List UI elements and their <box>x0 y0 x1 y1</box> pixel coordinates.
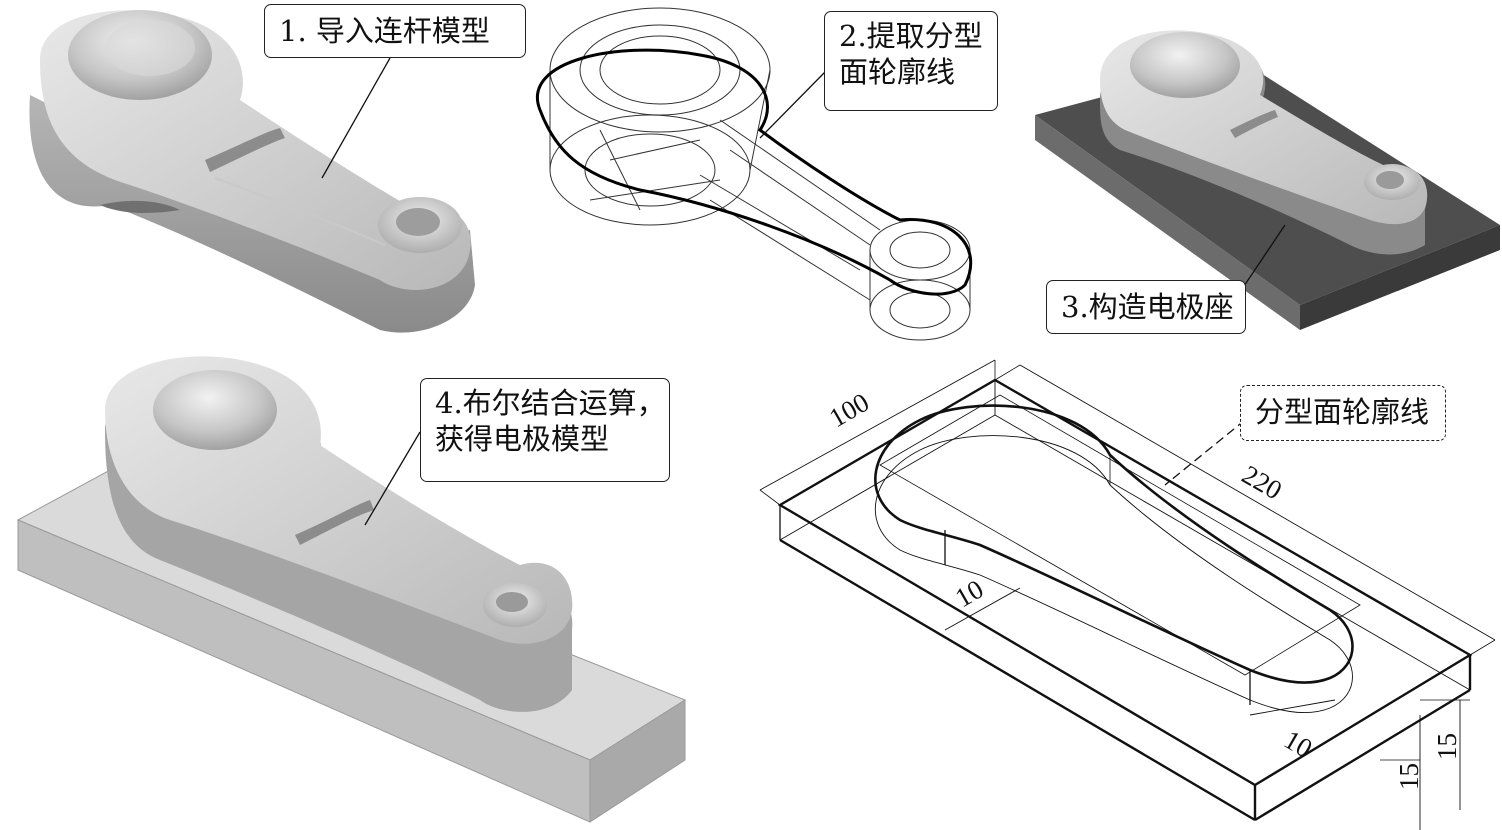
callout-parting-line: 分型面轮廓线 <box>1240 385 1446 441</box>
dim-offset-right: 10 <box>1279 724 1317 763</box>
callout-step3-text: 3.构造电极座 <box>1061 290 1234 324</box>
callout-parting-line-text: 分型面轮廓线 <box>1255 395 1430 429</box>
callout-step2-line2: 面轮廓线 <box>839 55 956 89</box>
dim-length: 220 <box>1237 459 1287 505</box>
callout-step4-line2: 获得电极模型 <box>435 422 610 456</box>
dim-height-b: 15 <box>1432 733 1462 760</box>
callout-step2: 2.提取分型 面轮廓线 <box>824 11 998 111</box>
callout-leaders <box>321 57 1286 526</box>
wireframe-rod <box>536 7 973 341</box>
electrode-seat <box>1035 30 1500 330</box>
parting-outline <box>874 404 1354 684</box>
callout-step2-line1: 2.提取分型 <box>839 19 983 53</box>
electrode-model <box>16 356 687 823</box>
callout-step1-text: 1. 导入连杆模型 <box>279 14 490 48</box>
callout-step4: 4.布尔结合运算， 获得电极模型 <box>420 378 670 482</box>
callout-step1: 1. 导入连杆模型 <box>264 4 526 58</box>
dim-height-a: 15 <box>1394 763 1424 790</box>
connecting-rod-model <box>29 10 476 333</box>
dimension-drawing <box>759 359 1496 830</box>
callout-step4-line1: 4.布尔结合运算， <box>435 386 666 420</box>
callout-step3: 3.构造电极座 <box>1046 280 1246 334</box>
dim-width: 100 <box>824 387 874 433</box>
